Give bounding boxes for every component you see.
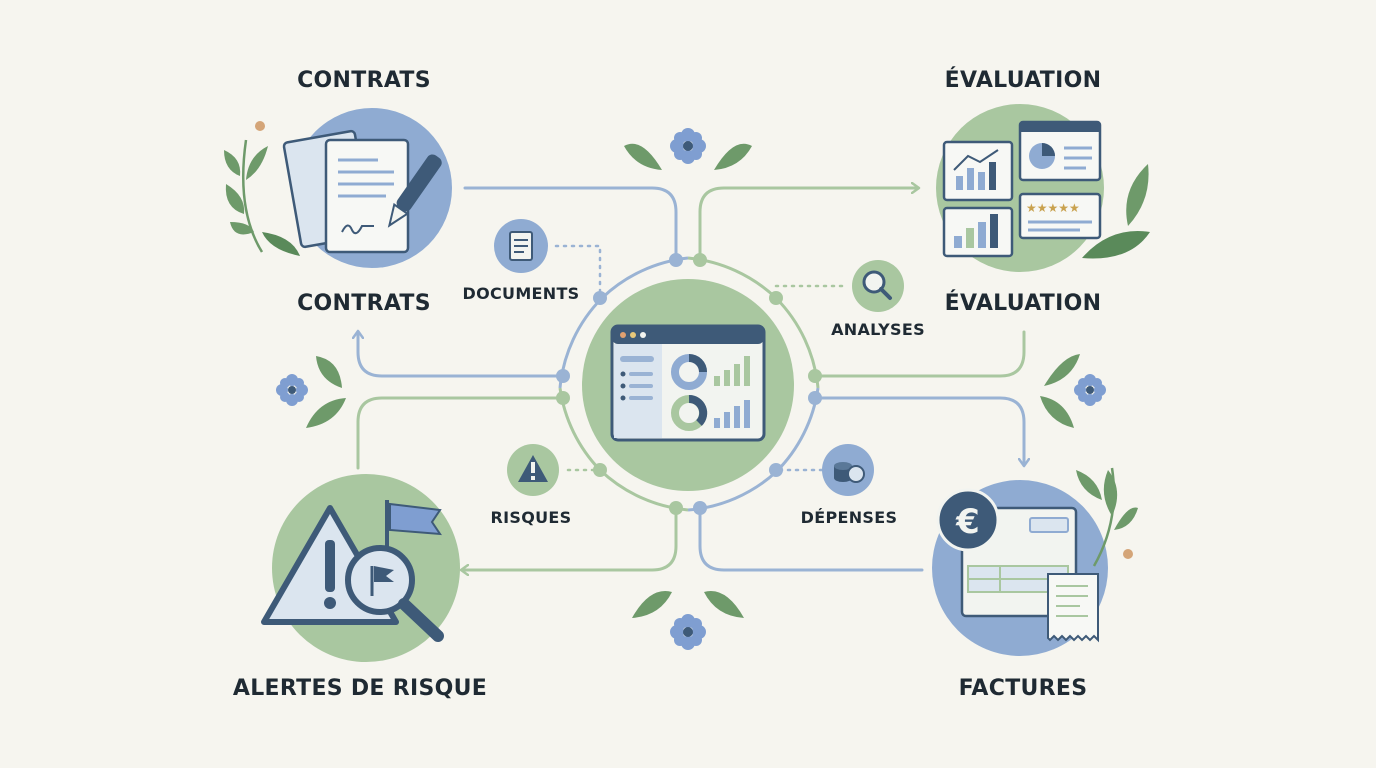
alertes-label: ALERTES DE RISQUE [232, 676, 488, 701]
leaf-icon [246, 146, 268, 180]
factures-label: FACTURES [958, 676, 1088, 701]
analyses-label: ANALYSES [831, 320, 925, 339]
contrats-title: CONTRATS [297, 68, 431, 93]
evaluation-title: ÉVALUATION [944, 68, 1102, 93]
dotted-connectors [554, 244, 850, 472]
leaf-icon [632, 591, 672, 618]
leaf-icon [1082, 231, 1150, 259]
connectors [358, 188, 1024, 570]
euro-invoice-icon: € [936, 488, 1099, 643]
connector-evaluation-in [816, 330, 1026, 378]
evaluation-node: ★★★★★ [936, 104, 1104, 272]
documents-label: DOCUMENTS [462, 284, 580, 303]
alertes-node [261, 474, 460, 662]
leaf-icon [316, 356, 342, 388]
leaf-icon [1126, 164, 1149, 226]
leaf-icon [1076, 470, 1102, 500]
branch-icon [241, 139, 264, 253]
leaf-icon [704, 591, 744, 618]
flower-icon [1074, 374, 1106, 406]
depenses-label: DÉPENSES [800, 508, 898, 527]
hub-ring-nodes [556, 253, 822, 515]
evaluation-caption: ÉVALUATION [944, 291, 1102, 316]
factures-node: € [932, 480, 1108, 656]
leaf-icon [1044, 354, 1080, 386]
contract-pen-icon [282, 129, 442, 254]
leaf-icon [225, 184, 245, 214]
warning-icon [507, 444, 559, 496]
connector-to-factures [816, 396, 1024, 465]
dashboard-icon [610, 324, 766, 442]
document-icon [494, 219, 548, 273]
contrats-node [282, 108, 452, 268]
connector-to-alertes [462, 506, 678, 570]
decorations [224, 121, 1150, 650]
connector-alertes-out [356, 396, 565, 470]
connector-contrats-out [463, 186, 678, 260]
charts-rating-icon: ★★★★★ [942, 120, 1102, 258]
flower-icon [276, 374, 308, 406]
coins-icon [822, 444, 874, 496]
leaf-icon [230, 222, 254, 235]
leaf-icon [1103, 470, 1118, 516]
leaf-icon [262, 232, 300, 256]
magnifier-icon [852, 260, 904, 312]
risques-label: RISQUES [490, 508, 572, 527]
flower-icon [670, 128, 706, 164]
connector-factures-in [698, 506, 924, 572]
warning-flag-magnifier-icon [261, 500, 444, 642]
connector-to-contrats [358, 332, 565, 378]
contrats-caption: CONTRATS [297, 291, 431, 316]
central-hub [556, 253, 822, 515]
leaf-icon [714, 143, 752, 170]
svg-text:★★★★★: ★★★★★ [1026, 201, 1080, 215]
flower-icon [670, 614, 706, 650]
leaf-icon [306, 398, 346, 428]
leaf-icon [624, 143, 662, 170]
leaf-icon [1114, 507, 1138, 530]
svg-text:€: € [955, 502, 980, 542]
leaf-icon [224, 150, 241, 176]
connector-to-evaluation [698, 188, 918, 260]
leaf-icon [1040, 396, 1074, 428]
